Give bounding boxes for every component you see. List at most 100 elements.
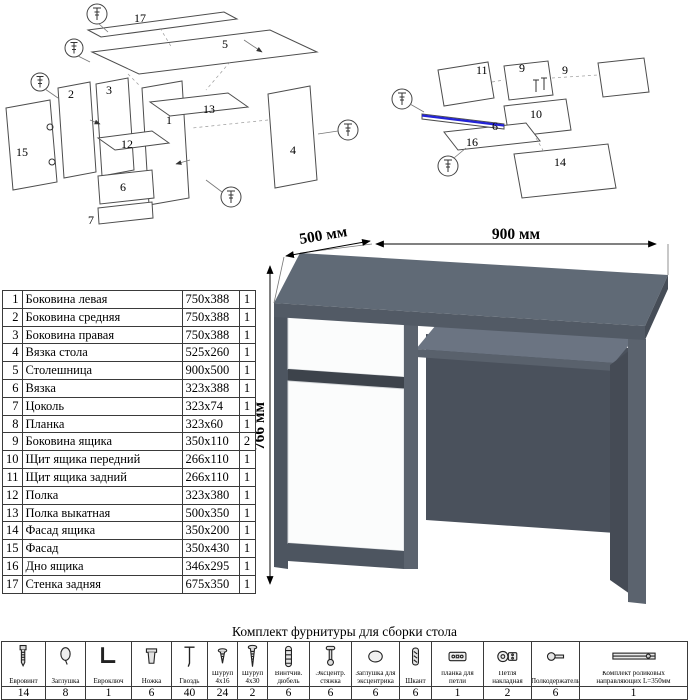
panel-back-wall [86, 11, 239, 38]
hex-key-icon [86, 642, 131, 671]
desk-door-front [287, 380, 405, 552]
part-qty: 1 [238, 343, 256, 363]
desk-keyboard-tray-edge [416, 349, 614, 371]
cam-cap-icon [352, 642, 399, 671]
part-number: 6 [2, 378, 23, 398]
part-qty: 1 [238, 307, 256, 327]
screw-4x30-icon [238, 642, 267, 671]
rail-highlight [421, 114, 505, 127]
hardware-item-name: Полкодержатель [532, 676, 579, 685]
desk-middle-edge [404, 322, 418, 569]
hardware-item-name: Петля накладная [492, 671, 523, 685]
part-qty: 1 [238, 503, 256, 523]
panel-drawer-facade [513, 143, 617, 199]
fastener-callout-icon [86, 3, 109, 33]
hardware-item-qty: 8 [46, 686, 85, 699]
part-size: 350x110 [181, 432, 240, 452]
hardware-item-name: Шуруп 4x16 [211, 671, 234, 685]
part-size: 346x295 [181, 556, 240, 576]
part-qty: 1 [238, 485, 256, 505]
part-number: 7 [2, 396, 23, 416]
part-qty: 1 [238, 361, 256, 380]
part-number: 14 [2, 521, 23, 541]
dowel-icon [400, 642, 431, 671]
desk-gap-strip [288, 369, 404, 389]
confirmat-screw-icon [2, 642, 45, 671]
part-number: 12 [2, 485, 23, 505]
part-qty: 1 [238, 521, 256, 541]
desk-tabletop-front-edge [274, 303, 645, 340]
part-qty: 1 [238, 378, 256, 398]
part-qty: 1 [238, 414, 256, 434]
part-number-label: 9 [519, 61, 525, 75]
hardware-item-qty: 6 [268, 686, 309, 699]
part-number-label: 12 [121, 137, 133, 151]
part-name: Вязка стола [21, 343, 183, 363]
desk-back-panel [426, 334, 630, 534]
part-size: 350x200 [181, 521, 240, 541]
hardware-item-name: Заглушка для эксцентрика [355, 671, 396, 685]
part-name: Фасад ящика [21, 521, 183, 541]
hardware-item-qty: 6 [532, 686, 579, 699]
part-number-label: 3 [106, 83, 112, 97]
part-qty: 2 [238, 432, 256, 452]
part-number: 15 [2, 539, 23, 558]
part-size: 323x380 [181, 485, 240, 505]
part-size: 750x388 [181, 307, 240, 327]
part-number: 2 [2, 307, 23, 327]
hardware-item-qty: 6 [132, 686, 171, 699]
desk-render: 900 мм 500 мм 766 мм [252, 228, 669, 604]
panel-table-tie [267, 85, 318, 189]
hardware-item-name: Винтчив. дюбель [274, 671, 303, 685]
hardware-section: Комплект фурнитуры для сборки стола Евро… [1, 622, 688, 700]
desk-keyboard-tray-top [416, 325, 634, 363]
part-number-label: 4 [290, 143, 296, 157]
panel-drawer-side [503, 60, 554, 101]
panel-tie [97, 169, 155, 205]
nail-icon [172, 642, 207, 671]
hardware-item-name: Гвоздь [179, 676, 200, 685]
part-number: 5 [2, 361, 23, 380]
part-number-label: 5 [222, 37, 228, 51]
part-number: 11 [2, 467, 23, 487]
part-size: 750x388 [181, 325, 240, 345]
hardware-item-name: Евроключ [93, 676, 124, 685]
part-number: 17 [2, 574, 23, 594]
part-name: Боковина ящика [21, 432, 183, 452]
panel-plinth [97, 201, 154, 225]
part-size: 500x350 [181, 503, 240, 523]
part-qty: 1 [238, 539, 256, 558]
cam-bolt-icon [310, 642, 351, 671]
hardware-item-qty: 2 [484, 686, 531, 699]
part-qty: 1 [238, 467, 256, 487]
hardware-item-qty: 2 [238, 686, 267, 699]
desk-tabletop [274, 253, 668, 326]
dowel-screw-icon [268, 642, 309, 671]
part-name: Боковина левая [21, 290, 183, 309]
screw-4x16-icon [208, 642, 237, 671]
fastener-callout-icon [64, 38, 91, 63]
hardware-item-name: Шкант [405, 676, 426, 685]
desk-right-panel-front [628, 338, 646, 604]
leg-icon [132, 642, 171, 671]
part-number: 9 [2, 432, 23, 452]
part-qty: 1 [238, 325, 256, 345]
hardware-kit-title: Комплект фурнитуры для сборки стола [232, 624, 457, 639]
